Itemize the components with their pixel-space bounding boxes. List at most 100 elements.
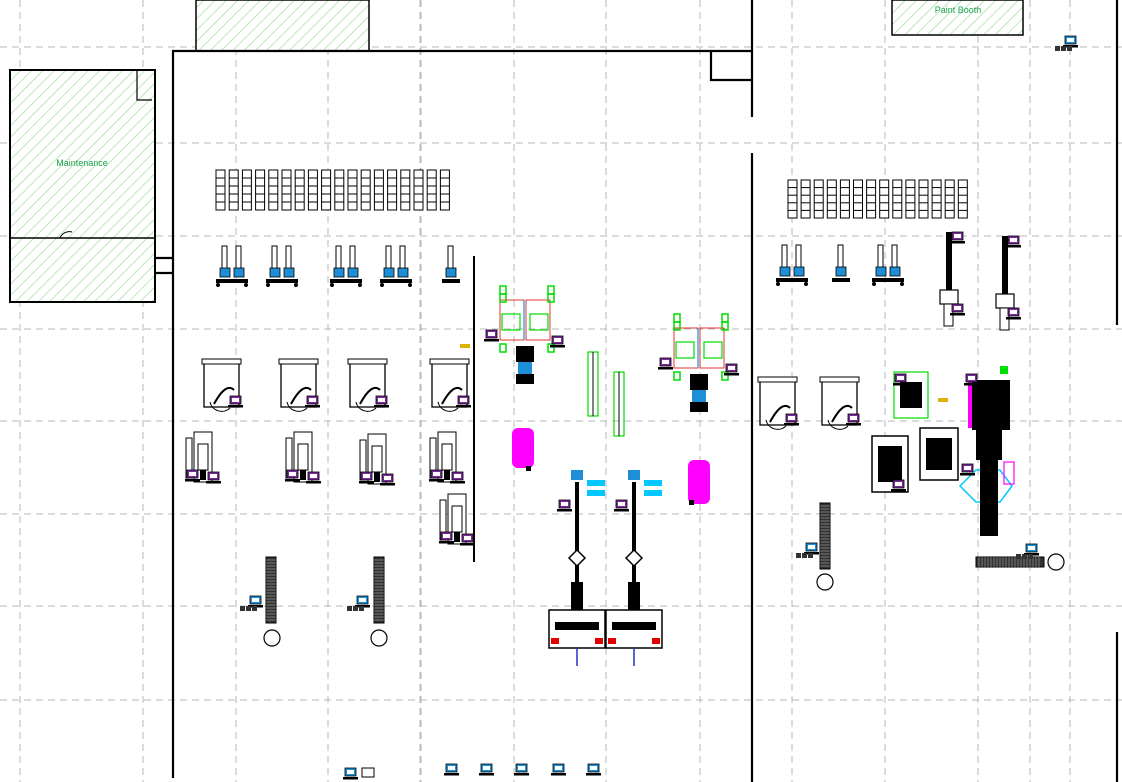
gantry-line[interactable] (548, 470, 606, 666)
machine-pair[interactable] (216, 245, 248, 287)
workstation-icon[interactable] (514, 763, 529, 776)
workstation-icon[interactable] (456, 395, 471, 408)
workstation-icon[interactable] (479, 763, 494, 776)
workstation-icon[interactable] (1063, 35, 1078, 48)
rack-icon (839, 179, 850, 219)
workstation-icon[interactable] (206, 471, 221, 484)
workstation-icon[interactable] (586, 763, 601, 776)
workstation-icon[interactable] (1006, 307, 1021, 320)
rack-icon (931, 179, 942, 219)
press-unit[interactable] (439, 493, 467, 545)
rack-icon (294, 169, 305, 211)
tall-press[interactable] (939, 232, 959, 327)
conveyor-icon[interactable] (265, 556, 277, 624)
maintenance-room[interactable]: Maintenance (9, 69, 156, 303)
workstation-icon[interactable] (460, 533, 475, 546)
conveyor-icon[interactable] (819, 502, 831, 570)
paint-booth-room[interactable]: Paint Booth (891, 0, 1024, 36)
machine-pair[interactable] (330, 245, 362, 287)
machine-pair[interactable] (266, 245, 298, 287)
workstation-icon[interactable] (846, 413, 861, 426)
rack-icon (826, 179, 837, 219)
tall-press[interactable] (995, 236, 1015, 331)
machine-pair[interactable] (776, 244, 808, 286)
workstation-icon[interactable] (484, 329, 499, 342)
robot-cell-icon[interactable] (347, 358, 388, 412)
machine-pair[interactable] (872, 244, 904, 286)
machine-pair[interactable] (380, 245, 412, 287)
rack-icon (905, 179, 916, 219)
press-unit[interactable] (429, 431, 457, 483)
workstation-icon[interactable] (891, 479, 906, 492)
rack-icon (944, 179, 955, 219)
rack-icon (892, 179, 903, 219)
workstation-icon[interactable] (374, 395, 389, 408)
rack-icon (787, 179, 798, 219)
green-rails (587, 351, 625, 437)
column-icon (1047, 553, 1065, 571)
column-icon (370, 629, 388, 647)
workstation-icon[interactable] (450, 471, 465, 484)
chairs (796, 553, 813, 558)
workstation-icon[interactable] (950, 303, 965, 316)
chairs (347, 606, 364, 611)
workstation-icon[interactable] (893, 373, 908, 386)
paint-booth-label: Paint Booth (935, 5, 982, 15)
sensor-icon (460, 344, 948, 402)
chairs (240, 606, 257, 611)
workstation-icon[interactable] (557, 499, 572, 512)
rack-icon (387, 169, 398, 211)
chairs (1016, 554, 1033, 559)
rack-icon (360, 169, 371, 211)
workstation-icon[interactable] (804, 542, 819, 555)
chairs (1055, 46, 1072, 51)
workstation-icon[interactable] (964, 373, 979, 386)
workstation-icon[interactable] (343, 767, 358, 780)
rack-icon (307, 169, 318, 211)
workstation-icon[interactable] (614, 499, 629, 512)
rack-icon (334, 169, 345, 211)
workstation-icon[interactable] (228, 395, 243, 408)
workstation-icon[interactable] (960, 463, 975, 476)
fixture-assembly[interactable] (673, 313, 729, 412)
workstation-icon[interactable] (658, 357, 673, 370)
rack-icon (281, 169, 292, 211)
workstation-icon[interactable] (784, 413, 799, 426)
workstation-icon[interactable] (550, 335, 565, 348)
conveyor-icon[interactable] (975, 556, 1045, 568)
rack-icon (228, 169, 239, 211)
workstation-icon[interactable] (1006, 235, 1021, 248)
rack-icon (866, 179, 877, 219)
machine-single[interactable] (832, 244, 850, 282)
printer-icon[interactable] (361, 767, 375, 778)
gantry-line[interactable] (605, 470, 663, 666)
conveyor-icon[interactable] (373, 556, 385, 624)
machine-single[interactable] (442, 245, 460, 283)
workstation-icon[interactable] (185, 469, 200, 482)
paint-unit[interactable] (512, 428, 710, 505)
welding-line[interactable] (871, 366, 1015, 536)
workstation-icon[interactable] (429, 469, 444, 482)
rack-icon (813, 179, 824, 219)
workstation-icon[interactable] (355, 595, 370, 608)
column-icon (816, 573, 834, 591)
workstation-icon[interactable] (439, 531, 454, 544)
rack-icon (400, 169, 411, 211)
workstation-icon[interactable] (950, 231, 965, 244)
rack-icon (373, 169, 384, 211)
workstation-icon[interactable] (285, 469, 300, 482)
workstation-icon[interactable] (444, 763, 459, 776)
workstation-icon[interactable] (248, 595, 263, 608)
workstation-icon[interactable] (305, 395, 320, 408)
workstation-icon[interactable] (1024, 543, 1039, 556)
fixture-assembly[interactable] (499, 285, 555, 384)
maintenance-label: Maintenance (56, 158, 108, 168)
workstation-icon[interactable] (359, 471, 374, 484)
workstation-icon[interactable] (306, 471, 321, 484)
workstation-icon[interactable] (380, 473, 395, 486)
workstation-icon[interactable] (724, 363, 739, 376)
workstation-icon[interactable] (551, 763, 566, 776)
equipment-layer (185, 35, 1078, 780)
rack-icon (255, 169, 266, 211)
